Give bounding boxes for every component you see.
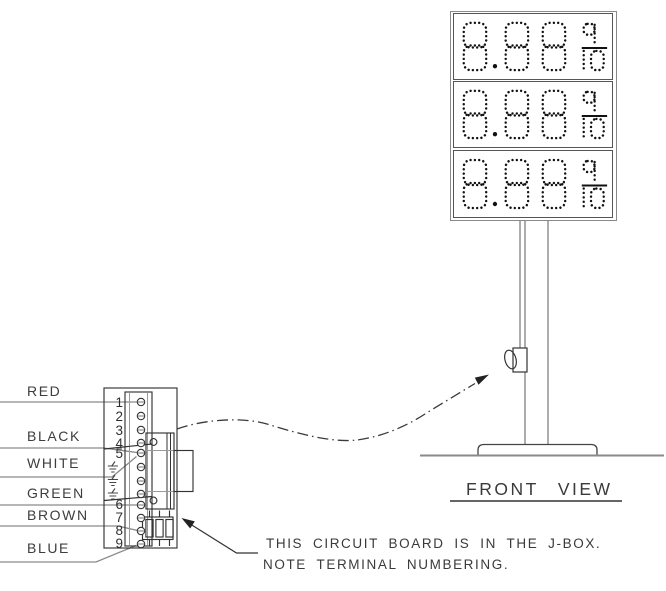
terminal-number-6: 6: [115, 497, 123, 512]
jumper-pins: [148, 510, 171, 546]
terminal-number-3: 3: [115, 422, 123, 438]
ground-icon: [107, 488, 118, 500]
mounting-hole: [149, 438, 158, 446]
note-line-1: THIS CIRCUIT BOARD IS IN THE J-BOX.: [266, 536, 602, 551]
circuit-board: [103, 387, 194, 549]
decimal-point: [492, 64, 498, 69]
note-arrowhead-icon: [181, 518, 195, 529]
price-display: [462, 21, 608, 72]
sign-base: [477, 443, 598, 455]
ground-icon: [107, 474, 118, 487]
ground-symbols: [107, 461, 118, 500]
terminal-screws: [136, 397, 146, 549]
price-display: [462, 158, 608, 210]
jumper-switches: [145, 510, 174, 546]
jumper: [155, 518, 164, 538]
cable-leader-line: [176, 382, 476, 442]
terminal-number-4: 4: [115, 435, 123, 451]
wire-label-red: RED: [27, 383, 62, 399]
price-panel-2: [453, 81, 613, 148]
side-connector: [173, 449, 194, 493]
wire-label-blue: BLUE: [27, 540, 70, 556]
relay-edge-lines: [166, 433, 171, 509]
price-panel-1: [453, 13, 613, 80]
terminal-number-8: 8: [115, 523, 123, 538]
wire-label-black: BLACK: [27, 428, 81, 444]
wire-white-line: [0, 455, 137, 478]
jumper: [165, 518, 174, 538]
decimal-point: [492, 132, 498, 137]
wire-label-white: WHITE: [27, 455, 81, 471]
jbox-outline: [512, 347, 528, 373]
wire-blue-line: [0, 544, 137, 563]
price-sign-cabinet: [450, 11, 617, 221]
view-caption: FRONT VIEW: [466, 479, 613, 499]
ground-icon: [107, 461, 118, 473]
sign-pole: [519, 221, 549, 444]
note-line-2: NOTE TERMINAL NUMBERING.: [263, 557, 510, 572]
price-display: [462, 89, 608, 140]
wire-label-green: GREEN: [27, 485, 85, 501]
note-leader-line: [186, 521, 258, 554]
terminal-number-9: 9: [115, 536, 123, 551]
terminal-group-divider: [103, 495, 153, 502]
wire-lines: [0, 401, 138, 563]
wire-brown-line: [0, 525, 138, 532]
wire-label-brown: BROWN: [27, 507, 89, 523]
jumper: [145, 518, 154, 538]
terminal-number-5: 5: [115, 445, 123, 461]
cable-arrowhead-icon: [474, 374, 489, 385]
relay-section-lines: [146, 450, 174, 492]
pole-junction-box: [504, 347, 528, 373]
decimal-point: [492, 201, 498, 207]
terminal-number-1: 1: [115, 394, 123, 410]
terminal-number-2: 2: [115, 408, 123, 424]
terminal-number-7: 7: [115, 510, 123, 525]
mounting-hole: [149, 496, 158, 505]
jbox-cover: [504, 349, 517, 370]
price-panel-3: [453, 150, 613, 218]
